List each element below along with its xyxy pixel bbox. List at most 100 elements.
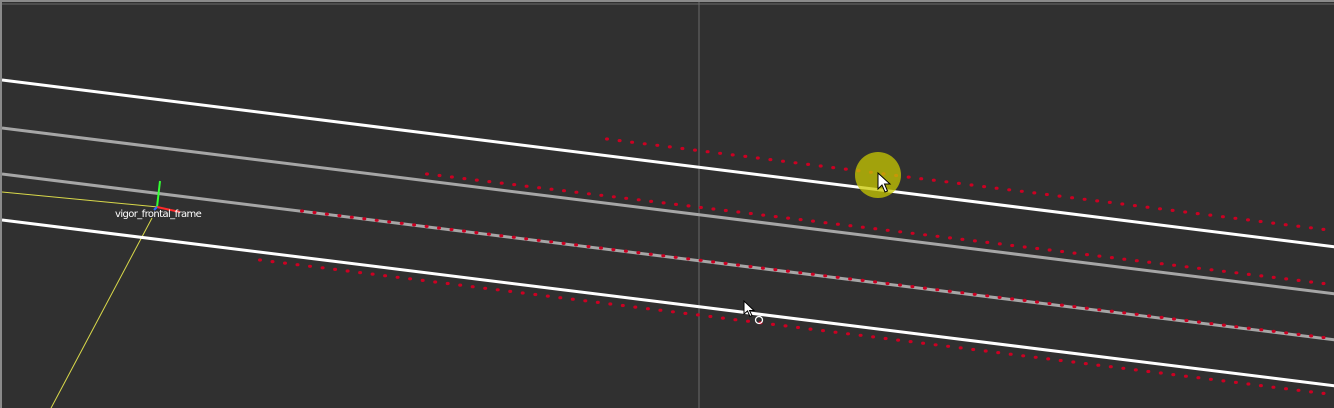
point-marker — [1158, 371, 1163, 375]
point-marker — [1209, 268, 1214, 272]
point-marker — [1134, 312, 1139, 316]
point-marker — [944, 180, 949, 184]
point-marker — [873, 280, 878, 284]
point-marker — [1196, 376, 1201, 380]
point-marker — [462, 229, 466, 233]
axis-line-diagonal — [50, 217, 153, 408]
point-marker — [412, 223, 417, 227]
point-marker — [935, 288, 940, 292]
point-marker — [524, 237, 529, 241]
point-marker — [670, 310, 675, 314]
point-marker — [960, 237, 965, 241]
point-marker — [1259, 274, 1264, 278]
point-marker — [748, 211, 753, 216]
point-marker — [1059, 303, 1064, 307]
point-marker — [1184, 265, 1189, 269]
point-marker — [960, 291, 965, 295]
point-marker — [848, 277, 853, 281]
point-marker — [1021, 354, 1026, 358]
point-marker — [946, 344, 951, 348]
point-marker — [636, 198, 641, 202]
point-marker — [462, 177, 467, 181]
point-marker — [858, 333, 863, 337]
point-marker — [1095, 199, 1100, 203]
point-marker — [649, 199, 654, 203]
point-marker — [811, 219, 815, 223]
point-marker — [969, 183, 974, 187]
point-marker — [1147, 314, 1152, 318]
point-marker — [1296, 388, 1301, 392]
point-marker — [1070, 196, 1075, 200]
point-marker — [833, 330, 838, 334]
frame-label: vigor_frontal_frame — [115, 209, 202, 220]
point-marker — [437, 226, 441, 230]
point-marker — [1072, 305, 1077, 309]
point-marker — [1097, 308, 1102, 312]
point-marker — [1159, 315, 1164, 319]
point-marker — [798, 218, 803, 222]
point-marker — [1221, 323, 1226, 327]
point-marker — [1258, 384, 1263, 388]
point-marker — [312, 210, 317, 215]
point-marker — [783, 324, 788, 328]
point-marker — [611, 195, 616, 199]
point-marker — [698, 258, 703, 262]
point-marker — [1233, 380, 1238, 384]
point-marker — [320, 266, 325, 270]
point-marker — [680, 146, 685, 151]
point-marker — [595, 300, 600, 304]
point-marker — [698, 205, 703, 210]
point-marker — [994, 186, 999, 190]
point-marker — [746, 319, 750, 323]
point-marker — [1309, 280, 1314, 284]
point-marker — [1108, 365, 1113, 369]
point-marker — [1035, 246, 1040, 251]
point-marker — [1120, 202, 1125, 206]
point-marker — [720, 316, 725, 320]
point-marker — [661, 254, 666, 258]
point-marker — [537, 186, 542, 190]
point-marker — [896, 338, 901, 342]
point-marker — [686, 204, 691, 208]
point-marker — [761, 213, 766, 217]
point-marker — [1184, 318, 1189, 323]
point-marker — [599, 246, 603, 250]
point-marker — [718, 151, 723, 155]
point-marker — [1197, 320, 1201, 324]
point-marker — [1197, 266, 1201, 270]
point-marker — [972, 292, 977, 296]
point-marker — [1044, 192, 1049, 197]
point-marker — [796, 325, 800, 330]
point-marker — [723, 261, 728, 265]
point-marker — [486, 232, 491, 236]
point-marker — [433, 280, 438, 284]
point-marker — [1071, 360, 1076, 364]
point-marker — [658, 308, 663, 312]
point-marker — [1033, 355, 1038, 359]
point-marker — [935, 234, 940, 238]
point-marker — [1122, 311, 1127, 315]
point-marker — [835, 222, 840, 226]
frame-axis-x — [156, 206, 181, 213]
point-marker — [449, 175, 454, 179]
point-marker — [1209, 322, 1214, 326]
point-marker — [345, 269, 350, 273]
point-marker — [1271, 221, 1276, 225]
point-marker — [1158, 207, 1162, 211]
point-marker — [399, 221, 404, 225]
point-marker — [730, 153, 735, 157]
point-marker — [574, 243, 579, 247]
point-marker — [1019, 189, 1024, 193]
point-marker — [383, 274, 388, 278]
point-marker — [860, 278, 865, 282]
point-marker — [470, 285, 475, 289]
point-marker — [947, 289, 952, 293]
point-marker — [561, 241, 566, 245]
point-marker — [1246, 218, 1250, 222]
point-marker — [536, 238, 541, 242]
point-marker — [686, 257, 691, 261]
point-marker — [558, 296, 563, 300]
point-marker — [1246, 326, 1251, 330]
point-marker — [910, 231, 915, 235]
